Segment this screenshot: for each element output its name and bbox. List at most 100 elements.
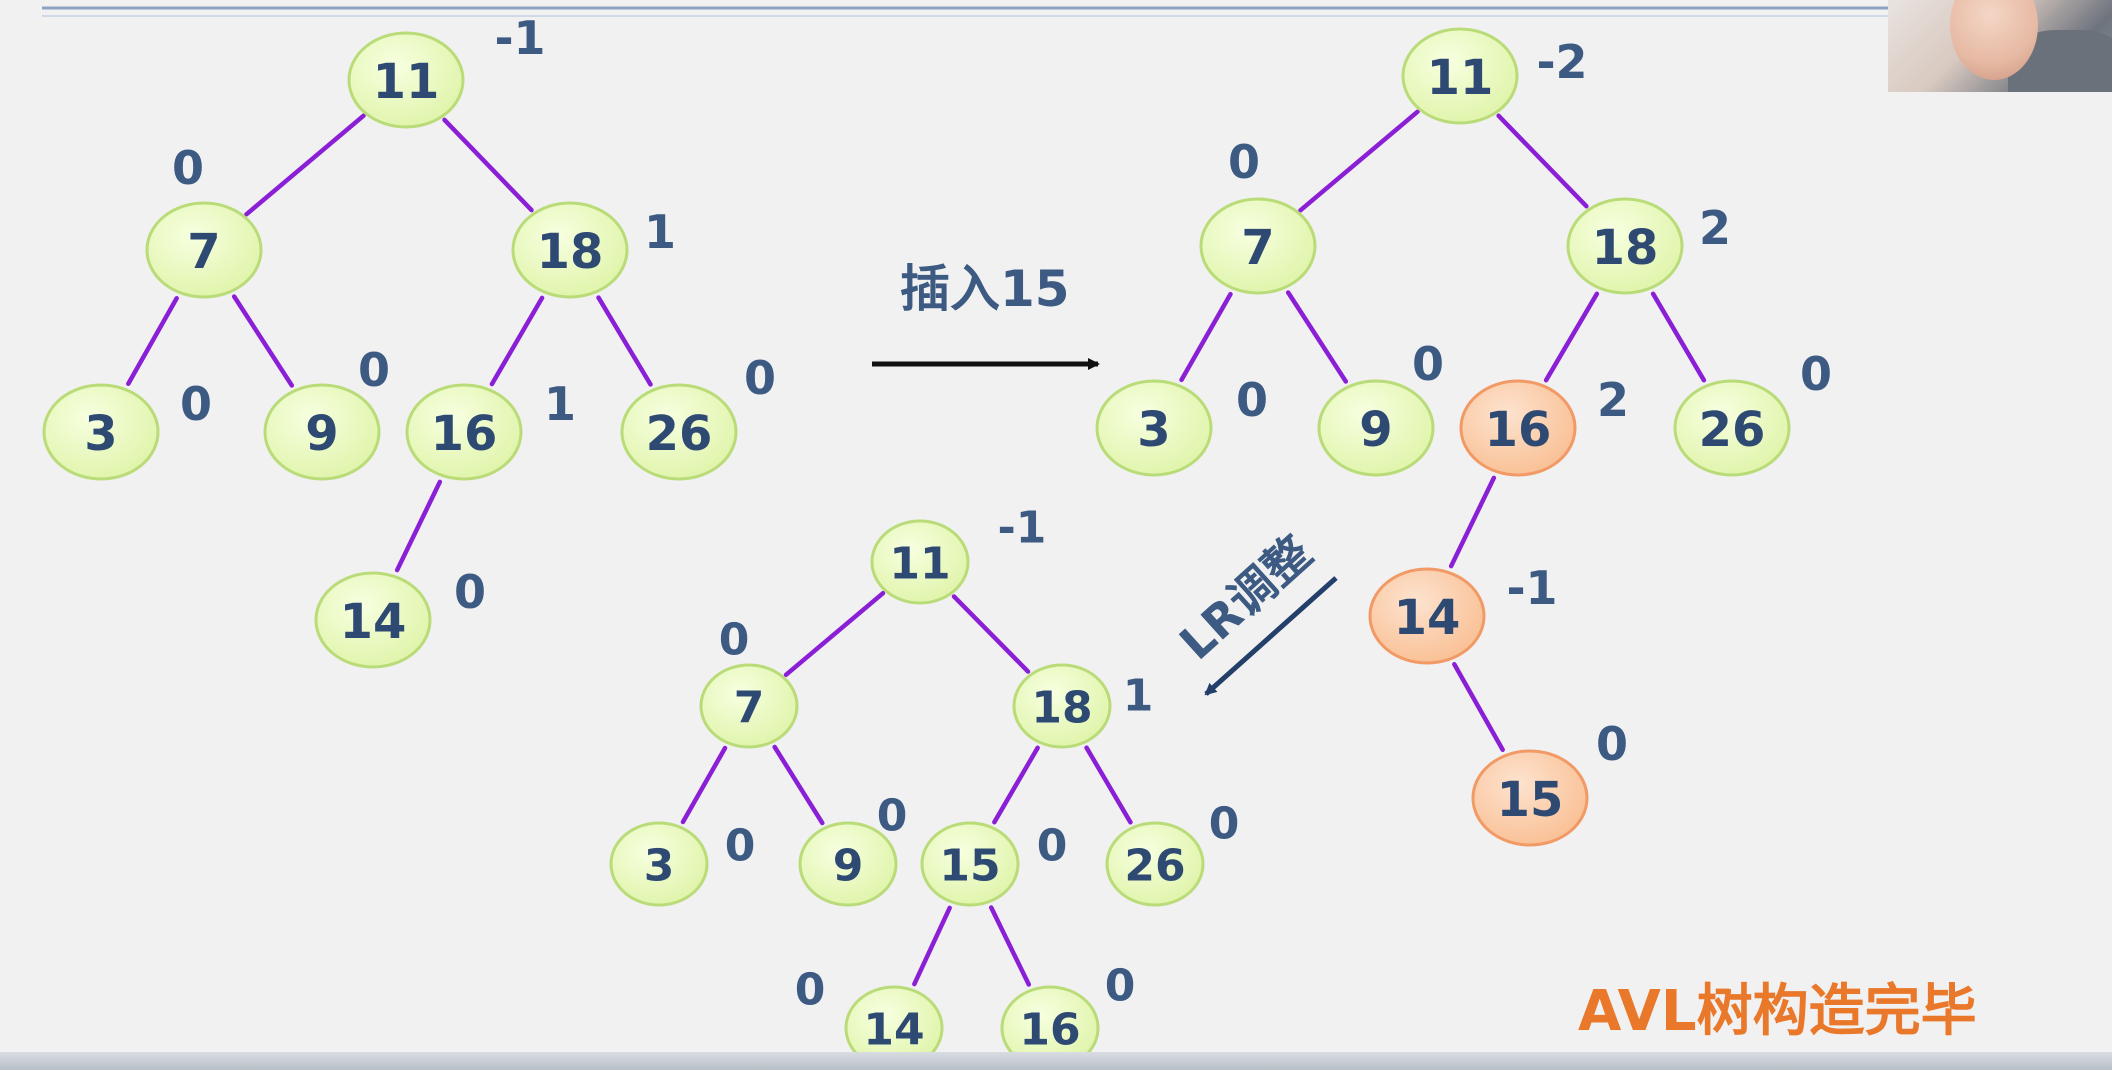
node-ellipse — [1095, 379, 1213, 477]
balance-factor: 0 — [180, 377, 212, 431]
node-before-insert-11: 11 -1 — [347, 11, 546, 129]
balance-factor: 0 — [744, 351, 776, 405]
balance-factor: 0 — [1209, 799, 1240, 850]
insert-arrow-label: 插入15 — [900, 260, 1070, 318]
node-label: 9 — [1359, 402, 1392, 458]
edge-after-insert-b18-b16 — [1543, 291, 1600, 383]
edge-before-insert-a7-a3 — [126, 296, 179, 386]
edge-after-lr-rotation-c18-c15 — [992, 745, 1040, 825]
node-before-insert-7: 70 — [145, 141, 263, 299]
node-ellipse — [1673, 379, 1791, 477]
balance-factor: 0 — [719, 615, 750, 666]
edge-after-insert-b16-b14 — [1448, 475, 1497, 569]
node-label: 16 — [431, 406, 498, 462]
node-ellipse — [145, 201, 263, 299]
node-label: 9 — [833, 841, 864, 892]
node-ellipse — [1368, 567, 1486, 665]
bottom-strip — [0, 1052, 2112, 1070]
node-ellipse — [1317, 379, 1435, 477]
node-label: 7 — [1241, 220, 1274, 276]
node-after-insert-11: 11-2 — [1401, 27, 1588, 125]
node-after-lr-rotation-16: 16 0 — [1000, 961, 1136, 1070]
edge-after-lr-rotation-c15-c14 — [912, 905, 952, 987]
edge-before-insert-a18-a26 — [596, 295, 653, 387]
balance-factor: 0 — [1236, 373, 1268, 427]
edge-after-lr-rotation-c7-c9 — [772, 744, 825, 826]
node-label: 15 — [1497, 772, 1564, 828]
edge-after-lr-rotation-c11-c7 — [783, 590, 886, 678]
done-label: AVL树构造完毕 — [1578, 979, 1977, 1044]
node-after-lr-rotation-26: 26 0 — [1105, 799, 1240, 907]
node-label: 15 — [939, 841, 1000, 892]
balance-factor: -2 — [1536, 35, 1587, 89]
edge-after-insert-b7-b3 — [1179, 291, 1233, 383]
edge-after-lr-rotation-c18-c26 — [1084, 745, 1133, 825]
node-label: 3 — [644, 841, 675, 892]
node-label: 18 — [537, 224, 604, 280]
edge-after-insert-b18-b26 — [1650, 291, 1707, 383]
balance-factor: 1 — [1123, 671, 1154, 722]
balance-factor: 0 — [1596, 717, 1628, 771]
node-before-insert-26: 260 — [620, 351, 776, 481]
node-ellipse — [1566, 197, 1684, 295]
node-label: 14 — [1394, 590, 1461, 646]
node-ellipse — [263, 383, 381, 481]
edge-before-insert-a11-a18 — [442, 117, 534, 213]
balance-factor: 2 — [1699, 201, 1731, 255]
balance-factor: 1 — [544, 377, 576, 431]
node-ellipse — [699, 663, 799, 749]
edge-before-insert-a7-a9 — [231, 294, 295, 388]
edge-after-insert-b14-b15 — [1452, 662, 1505, 752]
node-ellipse — [511, 201, 629, 299]
edge-before-insert-a16-a14 — [394, 479, 443, 573]
edges — [126, 109, 1707, 987]
node-ellipse — [405, 383, 523, 481]
node-ellipse — [347, 31, 465, 129]
node-ellipse — [1105, 821, 1205, 907]
node-before-insert-18: 18 1 — [511, 201, 676, 299]
balance-factor: 0 — [725, 821, 756, 872]
balance-factor: 1 — [644, 205, 676, 259]
node-after-insert-7: 70 — [1199, 135, 1317, 295]
node-label: 3 — [1137, 402, 1170, 458]
node-label: 7 — [187, 224, 220, 280]
node-label: 9 — [305, 406, 338, 462]
node-ellipse — [870, 519, 970, 605]
node-after-insert-3: 30 — [1095, 373, 1268, 477]
node-after-insert-9: 90 — [1317, 337, 1444, 477]
node-label: 16 — [1019, 1005, 1080, 1056]
node-label: 3 — [84, 406, 117, 462]
balance-factor: -1 — [494, 11, 545, 65]
node-after-insert-14: 14 -1 — [1368, 561, 1558, 665]
lr-arrow — [1204, 576, 1338, 696]
node-before-insert-14: 140 — [314, 565, 486, 669]
balance-factor: 0 — [358, 343, 390, 397]
node-after-insert-16: 162 — [1459, 373, 1629, 477]
node-before-insert-3: 30 — [42, 377, 212, 481]
balance-factor: 0 — [1412, 337, 1444, 391]
node-before-insert-16: 16 1 — [405, 377, 576, 481]
balance-factor: 0 — [795, 965, 826, 1016]
balance-factor: 0 — [454, 565, 486, 619]
node-label: 26 — [1124, 841, 1185, 892]
balance-factor: -1 — [998, 503, 1047, 554]
edge-after-insert-b11-b18 — [1496, 113, 1589, 209]
node-ellipse — [798, 821, 898, 907]
balance-factor: 0 — [1105, 961, 1136, 1012]
edge-after-lr-rotation-c11-c18 — [951, 594, 1031, 674]
node-ellipse — [314, 571, 432, 669]
presenter-webcam — [1888, 0, 2112, 92]
balance-factor: 0 — [1800, 347, 1832, 401]
balance-factor: -1 — [1506, 561, 1557, 615]
edge-before-insert-a11-a7 — [244, 113, 366, 217]
balance-factor: 0 — [1228, 135, 1260, 189]
node-label: 16 — [1485, 402, 1552, 458]
node-label: 14 — [863, 1005, 924, 1056]
node-after-lr-rotation-14: 14 0 — [795, 965, 944, 1070]
node-ellipse — [1199, 197, 1317, 295]
node-label: 11 — [373, 54, 440, 110]
